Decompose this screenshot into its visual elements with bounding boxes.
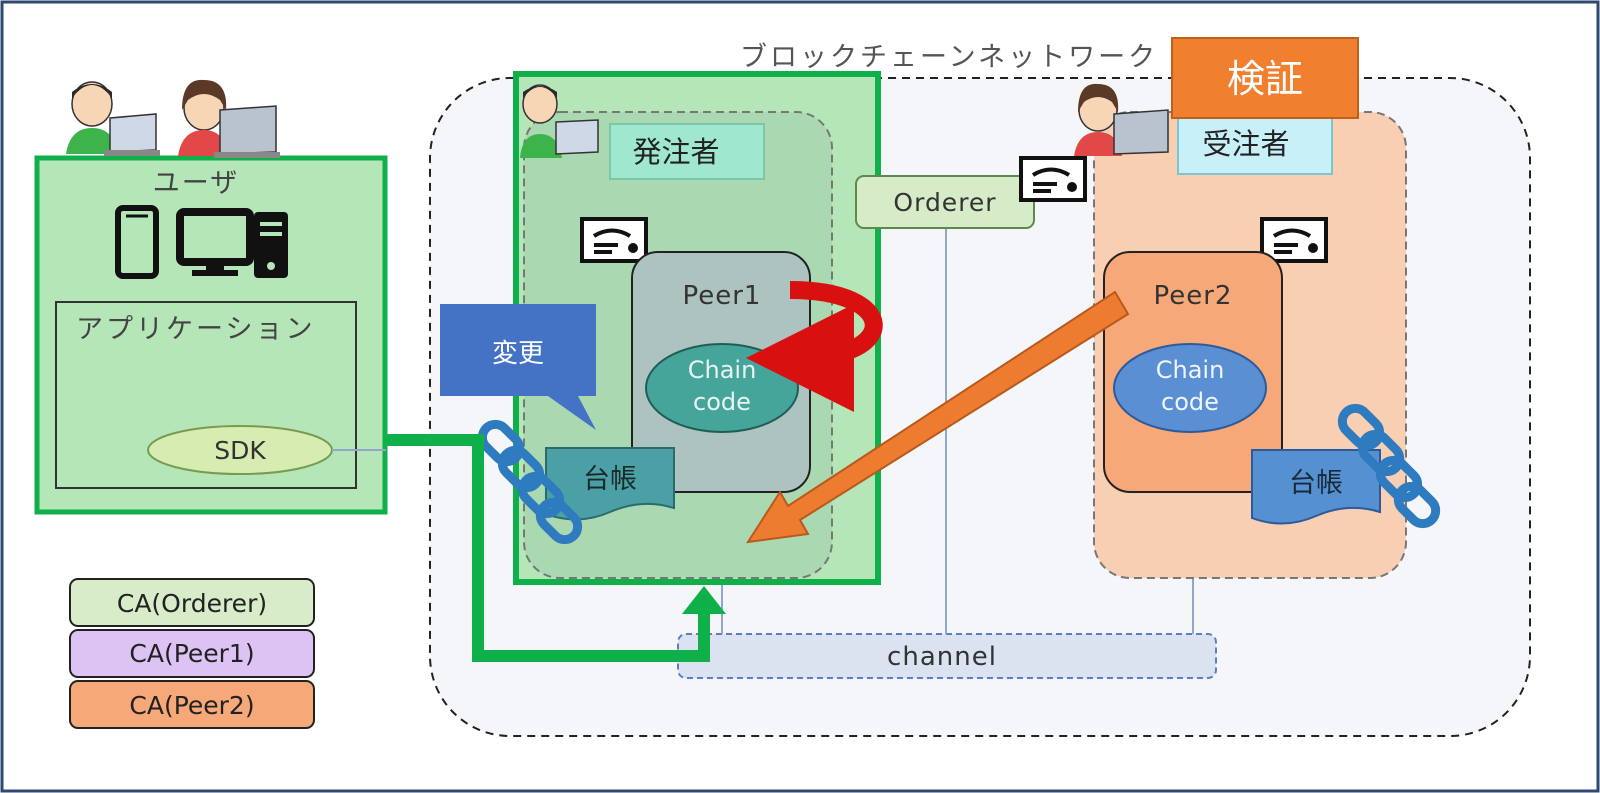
- chaincode-update-arrow: [746, 281, 883, 412]
- application-box: [55, 301, 357, 489]
- ca-peer2-box: [69, 680, 315, 729]
- tower-pc-icon: [254, 212, 288, 278]
- smartphone-icon: [115, 205, 159, 279]
- channel-label: channel: [887, 642, 997, 672]
- orderer-side-tag-label: 発注者: [632, 135, 719, 169]
- change-callout: [440, 304, 596, 430]
- woman-at-laptop-icon: [178, 79, 280, 158]
- receiver-side-tag-label: 受注者: [1202, 127, 1289, 161]
- peer1-label: Peer1: [683, 281, 762, 311]
- woman-at-laptop-icon: [1074, 83, 1169, 156]
- transaction-path: [386, 434, 710, 662]
- sdk-label: SDK: [214, 436, 266, 465]
- peer2-chaincode-line1: Chain: [1156, 356, 1225, 384]
- peer2-label: Peer2: [1154, 281, 1233, 311]
- peer2-chaincode: [1113, 343, 1267, 433]
- chain-link-icon: [477, 419, 583, 545]
- ca-orderer-label: CA(Orderer): [117, 589, 267, 618]
- certificate-icon: [580, 217, 648, 263]
- receiver-side-tag: [1177, 115, 1333, 175]
- ca-orderer-box: [69, 578, 315, 627]
- desktop-icon: [176, 208, 254, 276]
- orderer-side-tag: [609, 123, 765, 180]
- application-label: アプリケーション: [76, 314, 315, 345]
- verify-badge-label: 検証: [1227, 57, 1303, 101]
- orderer-label: Orderer: [893, 188, 996, 217]
- verify-badge: [1171, 37, 1359, 119]
- man-at-laptop-icon: [520, 84, 599, 158]
- network-label: ブロックチェーンネットワーク: [740, 42, 1158, 73]
- man-at-laptop-icon: [66, 81, 160, 156]
- certificate-icon: [1260, 217, 1328, 263]
- peer1-ledger: [545, 447, 675, 521]
- ca-peer2-label: CA(Peer2): [129, 691, 254, 720]
- peer1-chaincode-line1: Chain: [688, 356, 757, 384]
- transaction-path-arrowhead: [682, 586, 726, 614]
- verification-arrow: [745, 290, 1130, 544]
- ca-peer1-box: [69, 629, 315, 678]
- peer1-chaincode-line2: code: [693, 388, 751, 416]
- peer1-ledger-label: 台帳: [583, 464, 637, 495]
- change-callout-label: 変更: [492, 339, 544, 369]
- certificate-icon: [1019, 156, 1087, 202]
- peer2-ledger-label: 台帳: [1289, 468, 1343, 499]
- user-label: ユーザ: [153, 168, 239, 199]
- ca-peer1-label: CA(Peer1): [129, 639, 254, 668]
- peer2-chaincode-line2: code: [1161, 388, 1219, 416]
- peer2-ledger: [1251, 449, 1381, 525]
- ca-list: CA(Orderer) CA(Peer1) CA(Peer2): [69, 578, 315, 729]
- chain-link-icon: [1337, 403, 1441, 529]
